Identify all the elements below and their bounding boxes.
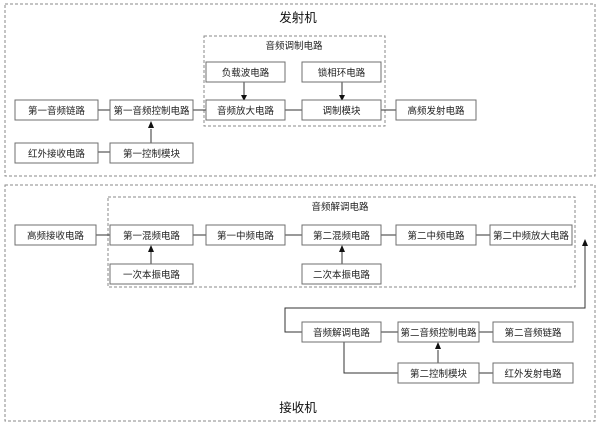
carrier-to-amplifier-arrow xyxy=(241,95,247,101)
svg-text:锁相环电路: 锁相环电路 xyxy=(318,67,366,79)
block-hf-receive: 高频接收电路 xyxy=(14,224,97,246)
block-first-control-module: 第一控制模块 xyxy=(109,142,194,164)
block-ir-transmit: 红外发射电路 xyxy=(492,362,574,384)
block-first-mixer: 第一混频电路 xyxy=(109,224,194,246)
modulation-group-frame xyxy=(203,35,386,127)
svg-text:第二音频链路: 第二音频链路 xyxy=(504,327,562,339)
receiver-frame xyxy=(4,184,596,422)
transmitter-title: 发射机 xyxy=(279,10,317,25)
block-second-audio-control: 第二音频控制电路 xyxy=(397,321,480,343)
block-second-local-osc: 二次本振电路 xyxy=(301,263,382,285)
block-hf-transmit: 高频发射电路 xyxy=(395,99,477,121)
svg-text:第一中频电路: 第一中频电路 xyxy=(217,230,275,242)
svg-text:一次本振电路: 一次本振电路 xyxy=(123,269,181,281)
svg-text:第二中频放大电路: 第二中频放大电路 xyxy=(493,230,570,242)
block-pll: 锁相环电路 xyxy=(301,61,382,83)
second-osc-to-second-mixer-arrow xyxy=(339,245,345,252)
svg-text:第一音频控制电路: 第一音频控制电路 xyxy=(113,105,190,117)
demodulation-group-frame xyxy=(107,196,576,288)
block-second-if: 第二中频电路 xyxy=(395,224,477,246)
svg-text:红外接收电路: 红外接收电路 xyxy=(28,148,86,160)
svg-text:第二控制模块: 第二控制模块 xyxy=(410,368,468,380)
svg-text:第一混频电路: 第一混频电路 xyxy=(123,230,181,242)
svg-text:音频放大电路: 音频放大电路 xyxy=(217,105,275,117)
block-ir-receive: 红外接收电路 xyxy=(14,142,99,164)
control-to-audio-control-arrow-rx xyxy=(435,342,441,349)
pll-to-modulation-arrow xyxy=(339,95,345,101)
svg-text:第一音频链路: 第一音频链路 xyxy=(28,105,86,117)
block-second-audio-link: 第二音频链路 xyxy=(492,321,574,343)
if-amp-output-arrow xyxy=(582,239,588,246)
block-first-if: 第一中频电路 xyxy=(205,224,286,246)
svg-text:第二音频控制电路: 第二音频控制电路 xyxy=(400,327,477,339)
svg-text:第二混频电路: 第二混频电路 xyxy=(313,230,371,242)
demodulation-group-label: 音频解调电路 xyxy=(311,201,369,213)
block-second-mixer: 第二混频电路 xyxy=(301,224,382,246)
first-osc-to-first-mixer-arrow xyxy=(148,245,154,252)
transmitter-frame xyxy=(4,3,596,177)
control-to-audio-control-arrow xyxy=(148,121,154,128)
svg-text:高频接收电路: 高频接收电路 xyxy=(27,230,85,242)
block-first-local-osc: 一次本振电路 xyxy=(109,263,194,285)
block-first-audio-control: 第一音频控制电路 xyxy=(109,99,194,121)
block-audio-demod: 音频解调电路 xyxy=(301,321,382,343)
block-first-audio-link: 第一音频链路 xyxy=(14,99,99,121)
block-audio-amplifier: 音频放大电路 xyxy=(205,99,286,121)
block-carrier: 负载波电路 xyxy=(205,61,286,83)
modulation-group-label: 音频调制电路 xyxy=(265,40,323,52)
svg-text:第一控制模块: 第一控制模块 xyxy=(123,148,181,160)
block-second-if-amp: 第二中频放大电路 xyxy=(489,224,573,246)
block-second-control-module: 第二控制模块 xyxy=(397,362,480,384)
receiver-wires xyxy=(96,234,586,374)
svg-text:高频发射电路: 高频发射电路 xyxy=(407,105,465,117)
svg-text:第二中频电路: 第二中频电路 xyxy=(407,230,465,242)
svg-text:二次本振电路: 二次本振电路 xyxy=(313,269,371,281)
block-modulation-module: 调制模块 xyxy=(301,99,382,121)
svg-text:音频解调电路: 音频解调电路 xyxy=(313,327,371,339)
svg-text:调制模块: 调制模块 xyxy=(322,105,361,117)
svg-text:红外发射电路: 红外发射电路 xyxy=(504,368,562,380)
svg-text:负载波电路: 负载波电路 xyxy=(222,67,270,79)
receiver-title: 接收机 xyxy=(279,400,317,415)
transmitter-wires xyxy=(98,82,396,153)
